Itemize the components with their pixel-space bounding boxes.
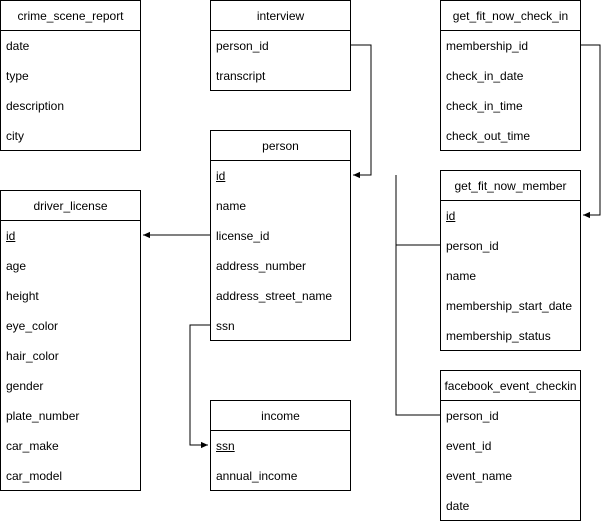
table-person[interactable]: person id name license_id address_number… [210, 130, 351, 341]
field-transcript: transcript [216, 69, 266, 83]
field-car-make: car_make [6, 439, 59, 453]
connector-facebook-person [395, 245, 440, 416]
connector-person-income [189, 324, 210, 449]
field-car-model: car_model [6, 469, 63, 483]
field-ssn: ssn [216, 319, 235, 333]
field-type: type [6, 69, 29, 83]
field-membership-start-date: membership_start_date [446, 299, 573, 313]
table-title: get_fit_now_member [441, 171, 580, 201]
field-name: name [216, 199, 247, 213]
table-title: crime_scene_report [1, 1, 140, 31]
table-title: income [211, 401, 350, 431]
field-description: description [6, 99, 65, 113]
table-facebook-event-checkin[interactable]: facebook_event_checkin person_id event_i… [440, 370, 581, 521]
table-title: person [211, 131, 350, 161]
field-check-in-date: check_in_date [446, 69, 524, 83]
table-title: get_fit_now_check_in [441, 1, 580, 31]
field-plate-number: plate_number [6, 409, 80, 423]
field-membership-status: membership_status [446, 329, 551, 343]
table-income[interactable]: income ssn annual_income [210, 400, 351, 491]
field-check-in-time: check_in_time [446, 99, 523, 113]
table-get-fit-now-check-in[interactable]: get_fit_now_check_in membership_id check… [440, 0, 581, 151]
field-date: date [6, 39, 30, 53]
field-name: name [446, 269, 477, 283]
field-event-id: event_id [446, 439, 492, 453]
field-license-id: license_id [216, 229, 270, 243]
field-hair-color: hair_color [6, 349, 59, 363]
field-eye-color: eye_color [6, 319, 59, 333]
field-address-number: address_number [216, 259, 307, 273]
field-person-id: person_id [446, 409, 499, 423]
field-person-id: person_id [446, 239, 499, 253]
table-interview[interactable]: interview person_id transcript [210, 0, 351, 91]
field-membership-id: membership_id [446, 39, 529, 53]
field-person-id: person_id [216, 39, 269, 53]
field-id: id [216, 169, 226, 183]
table-get-fit-now-member[interactable]: get_fit_now_member id person_id name mem… [440, 170, 581, 351]
table-title: driver_license [1, 191, 140, 221]
table-title: facebook_event_checkin [441, 371, 580, 401]
connector-member-person [395, 175, 440, 246]
field-address-street-name: address_street_name [216, 289, 333, 303]
field-id: id [6, 229, 16, 243]
field-age: age [6, 259, 27, 273]
connector-checkin-member [581, 44, 601, 219]
field-annual-income: annual_income [216, 469, 298, 483]
field-gender: gender [6, 379, 44, 393]
field-ssn: ssn [216, 439, 235, 453]
field-event-name: event_name [446, 469, 513, 483]
table-crime-scene-report[interactable]: crime_scene_report date type description… [0, 0, 141, 151]
field-city: city [6, 129, 24, 143]
field-id: id [446, 209, 456, 223]
table-driver-license[interactable]: driver_license id age height eye_color h… [0, 190, 141, 491]
table-title: interview [211, 1, 350, 31]
field-check-out-time: check_out_time [446, 129, 531, 143]
field-date: date [446, 499, 470, 513]
connector-interview-person [351, 44, 372, 179]
field-height: height [6, 289, 39, 303]
